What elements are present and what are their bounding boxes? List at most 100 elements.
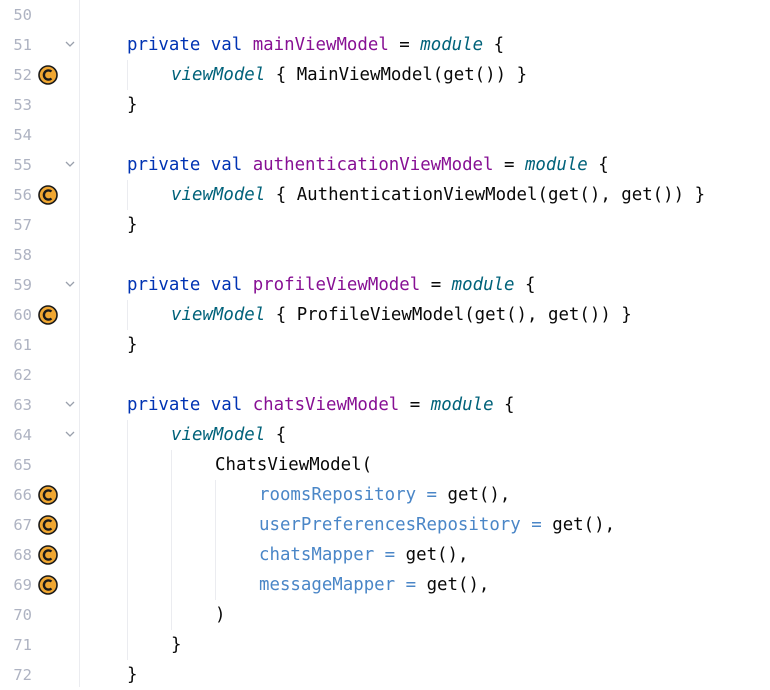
line-number[interactable]: 51 (13, 36, 32, 54)
operator: = (405, 575, 417, 595)
code-line[interactable]: 57 } (0, 210, 770, 240)
brace: } (127, 665, 138, 685)
chevron-down-icon[interactable] (63, 159, 77, 171)
code-text: userPreferencesRepository = get(), (259, 515, 615, 535)
kotlin-injection-gutter-icon[interactable] (38, 65, 58, 85)
property-name: mainViewModel (252, 35, 389, 55)
line-number[interactable]: 55 (13, 156, 32, 174)
code-line[interactable]: 59 private val profileViewModel = module… (0, 270, 770, 300)
chevron-down-icon[interactable] (63, 39, 77, 51)
named-argument: messageMapper (259, 575, 396, 595)
constructor-call: ChatsViewModel( (215, 455, 373, 475)
operator: = (409, 395, 421, 415)
property-name: authenticationViewModel (252, 155, 494, 175)
constructor-call: MainViewModel(get()) (296, 65, 507, 85)
kotlin-injection-gutter-icon[interactable] (38, 515, 58, 535)
chevron-down-icon[interactable] (63, 429, 77, 441)
code-line[interactable]: 50 (0, 0, 770, 30)
code-text: private val profileViewModel = module { (127, 275, 535, 295)
line-number[interactable]: 54 (13, 126, 32, 144)
kotlin-injection-gutter-icon[interactable] (38, 545, 58, 565)
line-number[interactable]: 56 (13, 186, 32, 204)
line-number[interactable]: 70 (13, 606, 32, 624)
code-line[interactable]: 72 } (0, 660, 770, 690)
line-number[interactable]: 64 (13, 426, 32, 444)
code-text: private val mainViewModel = module { (127, 35, 504, 55)
brace: { (275, 185, 287, 205)
code-line[interactable]: 68 chatsMapper = get(), (0, 540, 770, 570)
indent-guide (171, 450, 172, 630)
code-line[interactable]: 64 viewModel { (0, 420, 770, 450)
indent-guide (127, 300, 128, 330)
code-line[interactable]: 69 messageMapper = get(), (0, 570, 770, 600)
code-text: viewModel { AuthenticationViewModel(get(… (171, 185, 705, 205)
kotlin-injection-gutter-icon[interactable] (38, 185, 58, 205)
code-line[interactable]: 66 roomsRepository = get(), (0, 480, 770, 510)
line-number[interactable]: 57 (13, 216, 32, 234)
named-argument: userPreferencesRepository (259, 515, 521, 535)
code-line[interactable]: 52 viewModel { MainViewModel(get()) } (0, 60, 770, 90)
code-text: roomsRepository = get(), (259, 485, 510, 505)
brace: } (127, 335, 138, 355)
code-line[interactable]: 60 viewModel { ProfileViewModel(get(), g… (0, 300, 770, 330)
chevron-down-icon[interactable] (63, 279, 77, 291)
line-number[interactable]: 60 (13, 306, 32, 324)
code-line[interactable]: 61 } (0, 330, 770, 360)
keyword: val (210, 35, 243, 55)
brace: } (127, 215, 138, 235)
brace: { (493, 35, 505, 55)
line-number[interactable]: 72 (13, 666, 32, 684)
indent-guide (127, 420, 128, 660)
keyword: val (210, 395, 243, 415)
line-number[interactable]: 53 (13, 96, 32, 114)
argument-value: get(), (405, 545, 469, 565)
code-line[interactable]: 56 viewModel { AuthenticationViewModel(g… (0, 180, 770, 210)
keyword: private (127, 275, 201, 295)
brace: { (275, 65, 287, 85)
line-number[interactable]: 58 (13, 246, 32, 264)
code-line[interactable]: 62 (0, 360, 770, 390)
line-number[interactable]: 71 (13, 636, 32, 654)
brace: } (171, 635, 182, 655)
function-call: viewModel (171, 305, 266, 325)
code-text: private val authenticationViewModel = mo… (127, 155, 609, 175)
line-number[interactable]: 61 (13, 336, 32, 354)
brace: } (621, 305, 632, 325)
line-number[interactable]: 65 (13, 456, 32, 474)
operator: = (426, 485, 438, 505)
brace: { (275, 305, 287, 325)
code-line[interactable]: 70 ) (0, 600, 770, 630)
code-line[interactable]: 55 private val authenticationViewModel =… (0, 150, 770, 180)
kotlin-injection-gutter-icon[interactable] (38, 305, 58, 325)
function-call: module (524, 155, 588, 175)
line-number[interactable]: 50 (13, 6, 32, 24)
constructor-call: ProfileViewModel(get(), get()) (296, 305, 611, 325)
line-number[interactable]: 63 (13, 396, 32, 414)
function-call: viewModel (171, 185, 266, 205)
kotlin-injection-gutter-icon[interactable] (38, 485, 58, 505)
code-text: private val chatsViewModel = module { (127, 395, 515, 415)
line-number[interactable]: 52 (13, 66, 32, 84)
code-line[interactable]: 71 } (0, 630, 770, 660)
code-line[interactable]: 67 userPreferencesRepository = get(), (0, 510, 770, 540)
line-number[interactable]: 68 (13, 546, 32, 564)
operator: = (503, 155, 515, 175)
line-number[interactable]: 66 (13, 486, 32, 504)
code-line[interactable]: 54 (0, 120, 770, 150)
code-line[interactable]: 51 private val mainViewModel = module { (0, 30, 770, 60)
constructor-call: AuthenticationViewModel(get(), get()) (296, 185, 685, 205)
code-line[interactable]: 53 } (0, 90, 770, 120)
code-line[interactable]: 58 (0, 240, 770, 270)
code-line[interactable]: 65 ChatsViewModel( (0, 450, 770, 480)
paren: ) (215, 605, 226, 625)
function-call: module (420, 35, 484, 55)
code-line[interactable]: 63 private val chatsViewModel = module { (0, 390, 770, 420)
chevron-down-icon[interactable] (63, 399, 77, 411)
kotlin-injection-gutter-icon[interactable] (38, 575, 58, 595)
brace: { (524, 275, 536, 295)
line-number[interactable]: 67 (13, 516, 32, 534)
line-number[interactable]: 62 (13, 366, 32, 384)
line-number[interactable]: 59 (13, 276, 32, 294)
line-number[interactable]: 69 (13, 576, 32, 594)
